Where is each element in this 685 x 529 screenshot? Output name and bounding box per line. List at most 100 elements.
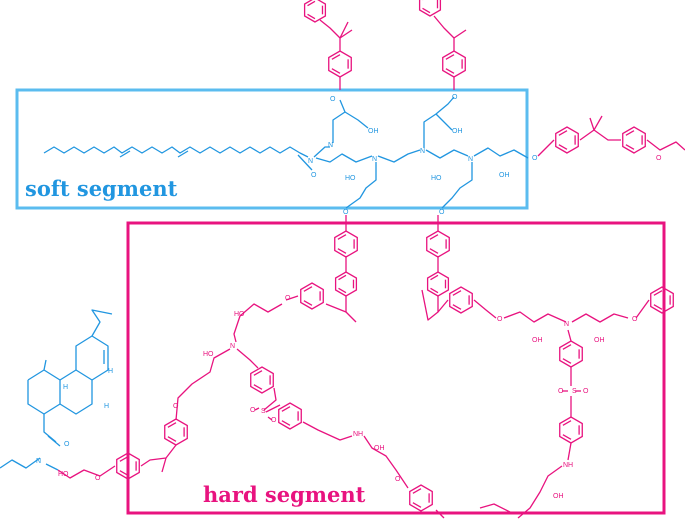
rosin-ring-b: [59, 369, 93, 415]
hard-ether-oxygen-7: O: [656, 155, 662, 162]
hard-methyl-2: [437, 299, 449, 313]
rosin-methyl: [43, 359, 47, 371]
up-arm-2: [423, 96, 455, 148]
rosin-ring-a: [27, 369, 61, 415]
hard-chain-4: [473, 299, 497, 319]
up-arm-1: [332, 99, 346, 143]
aromatic-double-bond: [412, 502, 422, 508]
ether-oxygen-label-1: O: [343, 209, 349, 216]
aromatic-double-bond: [303, 300, 313, 306]
hard-hydroxyl-label-2: HO: [203, 351, 214, 358]
hard-ether-oxygen-6: O: [632, 316, 638, 323]
soft-segment-box: [15, 88, 529, 210]
rosin-h-label-3: H: [108, 368, 113, 375]
hard-ether-oxygen-1: O: [285, 295, 291, 302]
bpa-ring-lower-left: [334, 230, 358, 258]
aromatic-double-bond: [253, 384, 263, 390]
aromatic-double-bond: [429, 234, 439, 240]
methyl-4: [589, 117, 595, 131]
methyl-5: [593, 115, 603, 131]
aromatic-double-bond: [430, 274, 439, 281]
aromatic-double-bond: [119, 470, 129, 476]
ring-o-link: [537, 139, 555, 157]
bpa-ring-top-left: [328, 50, 352, 78]
aromatic-double-bond: [167, 422, 177, 428]
aromatic-double-bond: [338, 287, 347, 294]
hard-ring-4: [449, 286, 473, 314]
hard-ring-5: [250, 366, 274, 394]
aromatic-double-bond: [653, 290, 663, 296]
aromatic-double-bond: [331, 68, 341, 74]
bpa-ring-topmost-left: [303, 0, 327, 23]
aromatic-double-bond: [119, 456, 129, 462]
amine-chain-2: [517, 465, 563, 519]
aromatic-double-bond: [452, 290, 462, 296]
bpa-ring-topmost-right: [418, 0, 442, 17]
soft-segment-label: soft segment: [25, 176, 178, 201]
hard-ring-6: [278, 402, 302, 430]
hard-chain-2: [175, 348, 231, 421]
hard-chain-3: [57, 465, 116, 479]
nitrogen-label-2: N: [372, 156, 377, 163]
hydroxyl-label-4: HO: [345, 175, 356, 182]
rosin-n-tail: [0, 457, 41, 469]
aromatic-double-bond: [338, 274, 347, 281]
hard-o-link-2: [635, 299, 650, 319]
sulfone-oxygen-label-1: O: [250, 407, 256, 414]
bpa-ring-right-2: [622, 126, 646, 154]
amine-link-1: [302, 421, 353, 441]
amine-link-2: [567, 442, 572, 461]
hard-o-link-1: [285, 295, 299, 301]
nitrogen-label-3: N: [420, 148, 425, 155]
down-arm-2: [441, 162, 473, 209]
hard-methyl-4: [435, 509, 445, 519]
aromatic-double-bond: [452, 304, 462, 310]
cis-double-bond-1: [119, 150, 131, 158]
sulfone-oxygen-label-3: O: [558, 388, 564, 395]
hard-ring-1: [334, 271, 358, 297]
hard-n-ring: [236, 348, 259, 369]
hydroxyl-label-5: HO: [431, 175, 442, 182]
rosin-h-label-2: H: [104, 403, 109, 410]
sulfone-sulfur-label-2: S: [572, 388, 577, 395]
rosin-n-arm: [45, 463, 59, 471]
hard-methyl-3: [161, 457, 167, 473]
methyl-3: [453, 29, 467, 39]
hard-bridge-1: [325, 296, 347, 313]
aromatic-double-bond: [422, 7, 431, 14]
so-bond-2: [267, 416, 273, 421]
aromatic-double-bond: [653, 304, 663, 310]
rosin-nitrogen-label: N: [36, 458, 41, 465]
ether-oxygen-label-2: O: [439, 209, 445, 216]
aromatic-double-bond: [337, 248, 347, 254]
bpa-ring-right-1: [555, 126, 579, 154]
hard-hydroxyl-label-4: OH: [594, 337, 605, 344]
amine-chain-1: [363, 435, 409, 489]
hard-ring-10: [559, 416, 583, 444]
cis-double-bond-2: [177, 150, 189, 158]
hard-ether-oxygen-3: O: [95, 475, 101, 482]
hard-n-link: [567, 329, 572, 342]
sulfone-oxygen-label-4: O: [583, 388, 589, 395]
hard-tail-bottom: [479, 503, 511, 513]
aromatic-double-bond: [625, 130, 635, 136]
hard-amine-label-2: NH: [563, 462, 573, 469]
aromatic-double-bond: [562, 420, 572, 426]
hard-ring-2: [426, 271, 450, 297]
hard-bridge-2: [421, 289, 439, 321]
hard-ring-9: [559, 340, 583, 368]
hard-ring-8: [116, 452, 140, 480]
hard-ring-12: [409, 484, 433, 512]
aromatic-double-bond: [430, 287, 439, 294]
bpa-ring-lower-right: [426, 230, 450, 258]
hard-ether-oxygen-4: O: [395, 476, 401, 483]
aromatic-double-bond: [167, 436, 177, 442]
aromatic-double-bond: [562, 358, 572, 364]
hard-hydroxyl-label-1: HO: [234, 311, 245, 318]
hard-chain-6: [571, 313, 629, 323]
hard-amine-label-1: NH: [353, 431, 363, 438]
hydroxyl-arm-2: [435, 113, 453, 131]
hard-hydroxyl-label-5: OH: [374, 445, 385, 452]
hard-ether-oxygen-2: O: [173, 403, 179, 410]
